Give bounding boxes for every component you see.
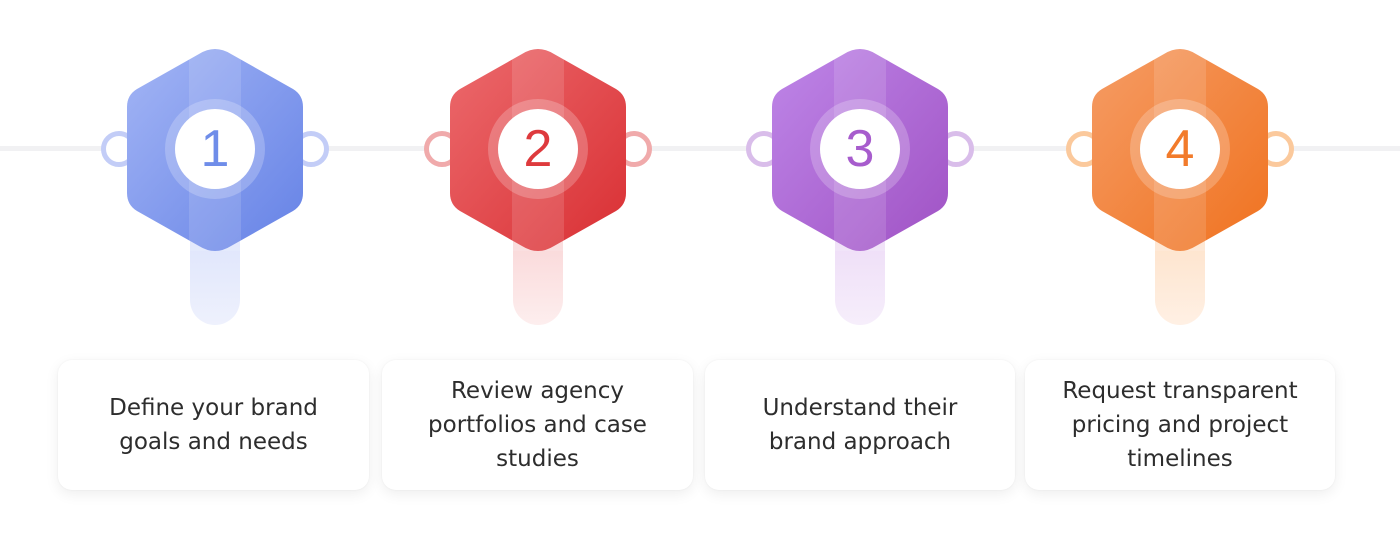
step-number: 1 (175, 109, 255, 189)
step-card: Request transparent pricing and project … (1025, 360, 1335, 490)
step-number: 4 (1140, 109, 1220, 189)
step-number: 2 (498, 109, 578, 189)
hexagon-badge: 4 (1066, 45, 1294, 255)
step-1: 1 Define your brand goals and needs (55, 0, 375, 550)
step-3: 3 Understand their brand approach (700, 0, 1020, 550)
step-card: Understand their brand approach (705, 360, 1015, 490)
step-card: Review agency portfolios and case studie… (382, 360, 693, 490)
step-2: 2 Review agency portfolios and case stud… (378, 0, 698, 550)
connector-line (0, 146, 1400, 151)
step-number: 3 (820, 109, 900, 189)
hexagon-badge: 3 (746, 45, 974, 255)
hexagon-badge: 2 (424, 45, 652, 255)
step-4: 4 Request transparent pricing and projec… (1020, 0, 1340, 550)
step-card: Define your brand goals and needs (58, 360, 369, 490)
hexagon-badge: 1 (101, 45, 329, 255)
